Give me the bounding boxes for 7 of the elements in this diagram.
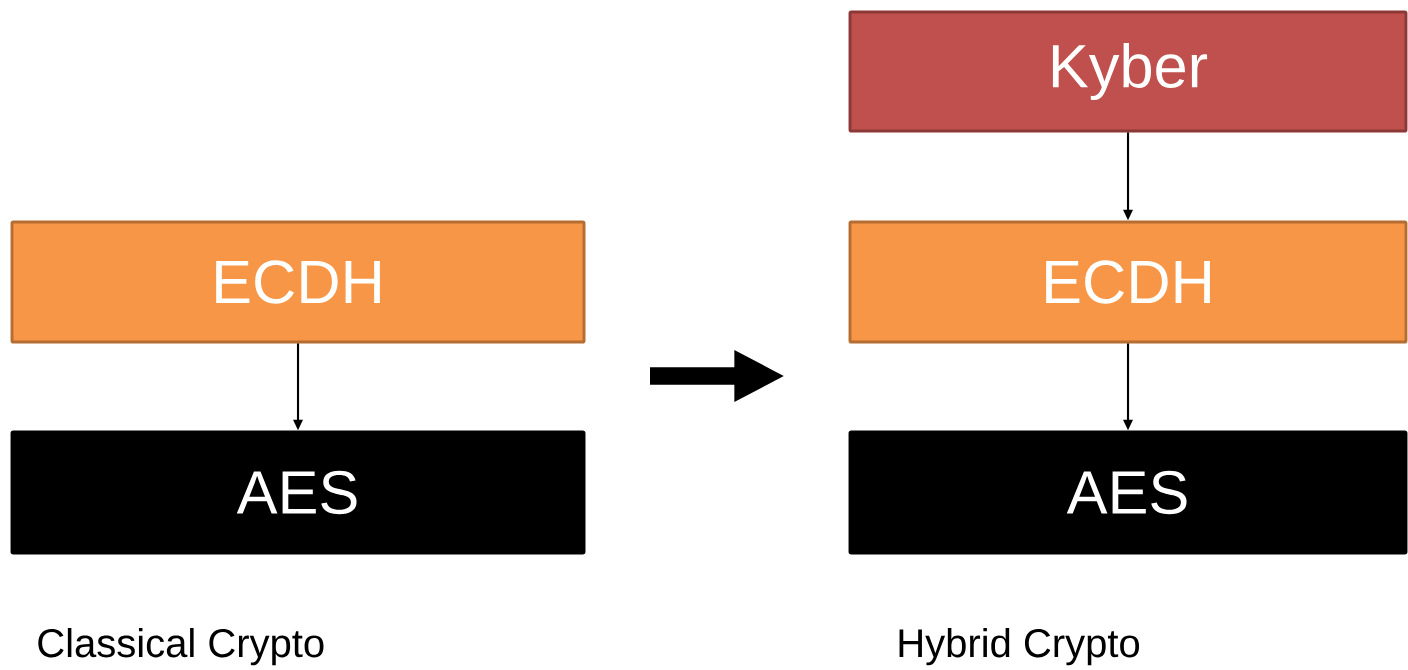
process-box: Kyber bbox=[848, 10, 1408, 133]
caption-text: Hybrid Crypto bbox=[899, 628, 1140, 666]
process-box: AES bbox=[10, 430, 586, 555]
process-box: AES bbox=[848, 430, 1408, 555]
process-box: ECDH bbox=[848, 220, 1408, 344]
process-box: ECDH bbox=[10, 220, 586, 344]
caption-text: Classical Crypto bbox=[38, 628, 324, 666]
